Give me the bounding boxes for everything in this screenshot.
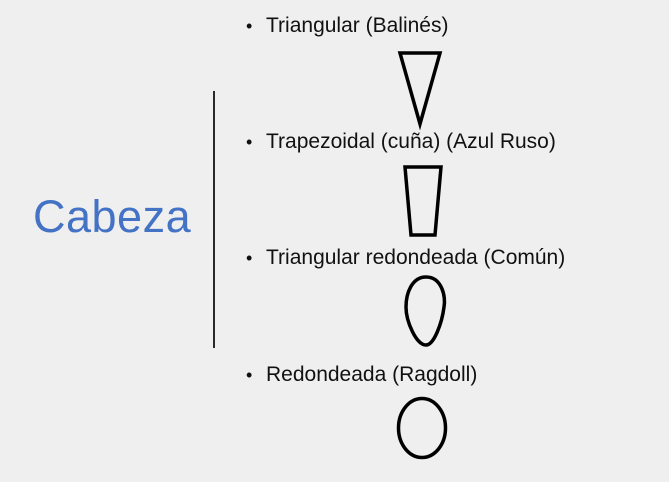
item-label: Triangular redondeada (Común) <box>266 246 566 269</box>
section-title: Cabeza <box>33 191 192 242</box>
trapezoid-icon <box>403 165 443 237</box>
item-label: Triangular (Balinés) <box>266 14 449 37</box>
bullet: • <box>246 132 253 152</box>
list-item-triangular: • Triangular (Balinés) <box>246 13 448 39</box>
list-item-redondeada: • Redondeada (Ragdoll) <box>246 362 477 388</box>
bullet: • <box>246 365 253 385</box>
rounded-triangle-icon <box>404 275 447 347</box>
bullet: • <box>246 16 253 36</box>
list-item-triangular-redondeada: • Triangular redondeada (Común) <box>246 245 565 271</box>
inverted-triangle-icon <box>397 51 443 131</box>
item-label: Redondeada (Ragdoll) <box>266 363 478 386</box>
bullet: • <box>246 248 253 268</box>
vertical-divider <box>213 91 215 348</box>
oval-icon <box>396 396 448 460</box>
list-item-trapezoidal: • Trapezoidal (cuña) (Azul Ruso) <box>246 129 556 155</box>
item-label: Trapezoidal (cuña) (Azul Ruso) <box>266 130 556 153</box>
